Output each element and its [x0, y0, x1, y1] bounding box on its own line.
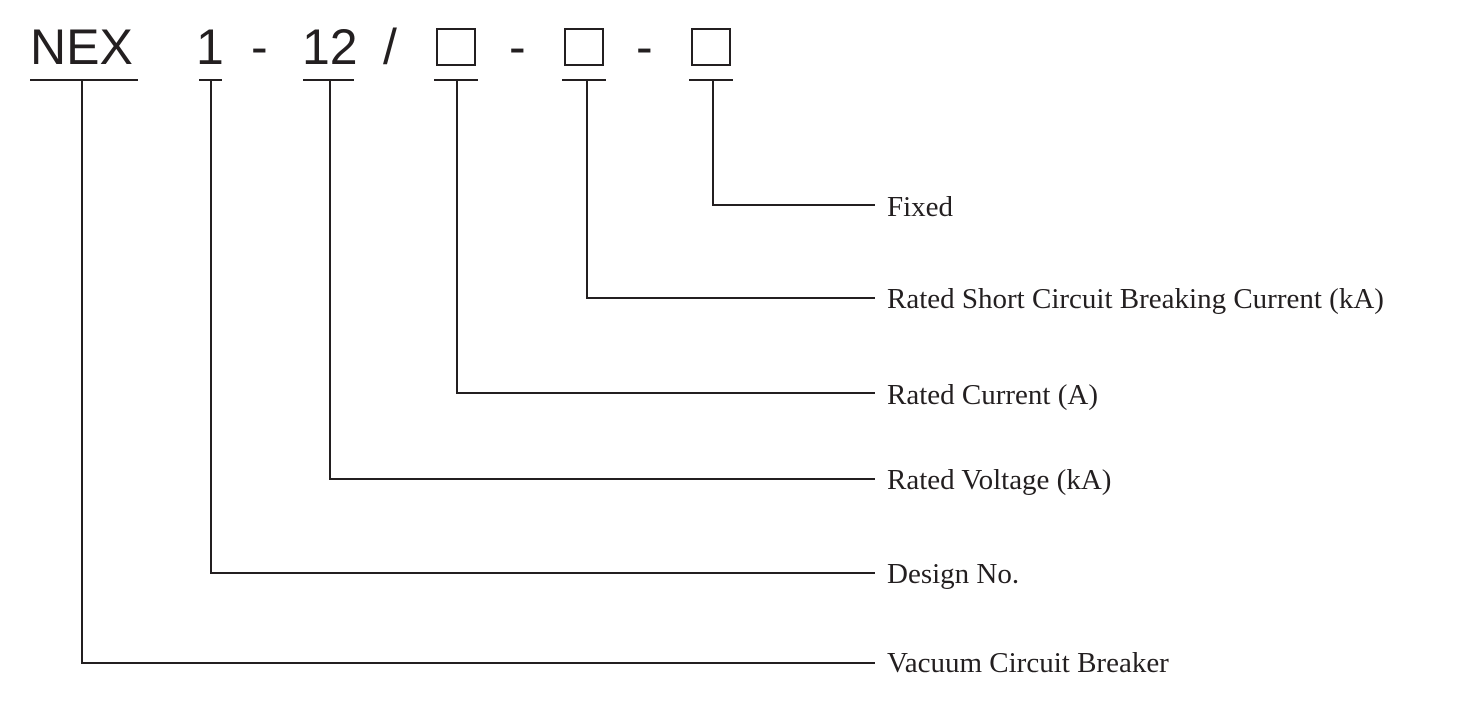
code-separator-4: - — [636, 19, 653, 75]
placeholder-box-rated-current — [436, 28, 476, 66]
code-design-no: 1 — [196, 19, 224, 75]
label-breaker-type: Vacuum Circuit Breaker — [887, 647, 1169, 679]
label-design-no: Design No. — [887, 558, 1019, 590]
code-prefix: NEX — [30, 19, 133, 75]
leader-design-no — [210, 80, 875, 574]
code-separator-1: - — [251, 19, 268, 75]
leader-rated-current — [456, 80, 875, 394]
code-separator-2: / — [383, 19, 397, 75]
label-breaking-current: Rated Short Circuit Breaking Current (kA… — [887, 283, 1384, 315]
code-separator-3: - — [509, 19, 526, 75]
placeholder-box-fixed — [691, 28, 731, 66]
placeholder-box-breaking-current — [564, 28, 604, 66]
leader-rated-voltage — [329, 80, 875, 480]
code-voltage: 12 — [302, 19, 358, 75]
label-fixed: Fixed — [887, 191, 954, 223]
label-rated-voltage: Rated Voltage (kA) — [887, 464, 1111, 496]
label-rated-current: Rated Current (A) — [887, 379, 1098, 411]
leader-breaker-type — [81, 80, 875, 664]
leader-fixed — [712, 80, 875, 206]
leader-breaking-current — [586, 80, 875, 299]
